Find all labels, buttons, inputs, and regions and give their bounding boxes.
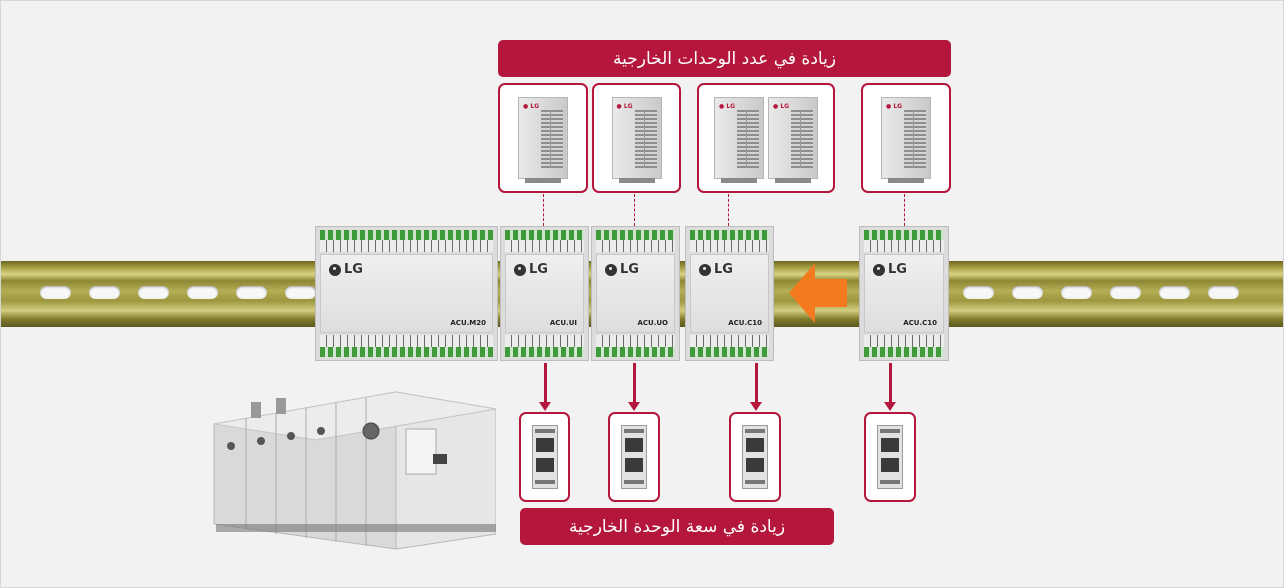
lg-logo: LG	[699, 262, 733, 277]
outdoor-unit-icon: ● LG	[518, 97, 568, 183]
down-arrow-icon	[884, 363, 896, 411]
rail-slot	[285, 286, 316, 299]
rail-slot	[236, 286, 267, 299]
rail-slot	[1061, 286, 1092, 299]
banner-outdoor-unit-capacity: زيادة في سعة الوحدة الخارجية	[520, 508, 834, 545]
outdoor-controller-card-1	[519, 412, 570, 502]
module-model-label: ACU.M20	[450, 319, 486, 327]
down-arrow-icon	[539, 363, 551, 411]
module-model-label: ACU.C10	[903, 319, 937, 327]
rail-slot	[40, 286, 71, 299]
rail-slot	[1159, 286, 1190, 299]
controller-module-uo: LG ACU.UO	[591, 226, 680, 361]
outdoor-unit-icon: ● LG	[714, 97, 764, 183]
rail-slot	[138, 286, 169, 299]
outdoor-controller-card-3	[729, 412, 781, 502]
lg-logo-icon	[699, 263, 711, 276]
outdoor-controller-icon	[742, 425, 768, 489]
controller-module-c10: LG ACU.C10	[685, 226, 774, 361]
module-model-label: ACU.C10	[728, 319, 762, 327]
outdoor-unit-icon: ● LG	[768, 97, 818, 183]
lg-logo-icon	[873, 263, 885, 276]
dashed-connector	[543, 194, 544, 226]
lg-logo: LG	[514, 262, 548, 277]
module-model-label: ACU.UI	[549, 319, 577, 327]
outdoor-controller-card-4	[864, 412, 916, 502]
outdoor-controller-icon	[621, 425, 647, 489]
down-arrow-icon	[750, 363, 762, 411]
orange-left-arrow-icon	[789, 263, 847, 323]
lg-logo-icon	[605, 263, 617, 276]
outdoor-unit-icon: ● LG	[611, 97, 662, 183]
outdoor-controller-card-2	[608, 412, 660, 502]
outdoor-controller-icon	[531, 425, 558, 489]
rail-slot	[187, 286, 218, 299]
outdoor-unit-card-4: ● LG	[861, 83, 951, 193]
lg-logo: LG	[329, 262, 363, 277]
dashed-connector	[904, 194, 905, 226]
lg-logo: LG	[605, 262, 639, 277]
rail-slot	[1110, 286, 1141, 299]
rail-slot	[89, 286, 120, 299]
air-handling-unit-icon	[213, 391, 496, 550]
outdoor-unit-card-2: ● LG	[592, 83, 681, 193]
controller-module-c10-added: LG ACU.C10	[859, 226, 949, 361]
rail-slot	[1208, 286, 1239, 299]
banner-bottom-label: زيادة في سعة الوحدة الخارجية	[568, 516, 786, 537]
banner-outdoor-unit-count: زيادة في عدد الوحدات الخارجية	[498, 40, 951, 77]
down-arrow-icon	[628, 363, 640, 411]
rail-slot	[963, 286, 994, 299]
lg-logo-icon	[329, 263, 341, 276]
module-model-label: ACU.UO	[637, 319, 668, 327]
dashed-connector	[634, 194, 635, 226]
outdoor-unit-card-3: ● LG ● LG	[697, 83, 835, 193]
rail-slot	[1012, 286, 1043, 299]
controller-module-m20: LG ACU.M20	[315, 226, 498, 361]
banner-top-label: زيادة في عدد الوحدات الخارجية	[613, 48, 837, 69]
outdoor-unit-icon: ● LG	[881, 97, 931, 183]
lg-logo: LG	[873, 262, 907, 277]
lg-logo-icon	[514, 263, 526, 276]
controller-module-ui: LG ACU.UI	[500, 226, 589, 361]
dashed-connector	[728, 194, 729, 226]
outdoor-controller-icon	[877, 425, 903, 489]
outdoor-unit-card-1: ● LG	[498, 83, 588, 193]
